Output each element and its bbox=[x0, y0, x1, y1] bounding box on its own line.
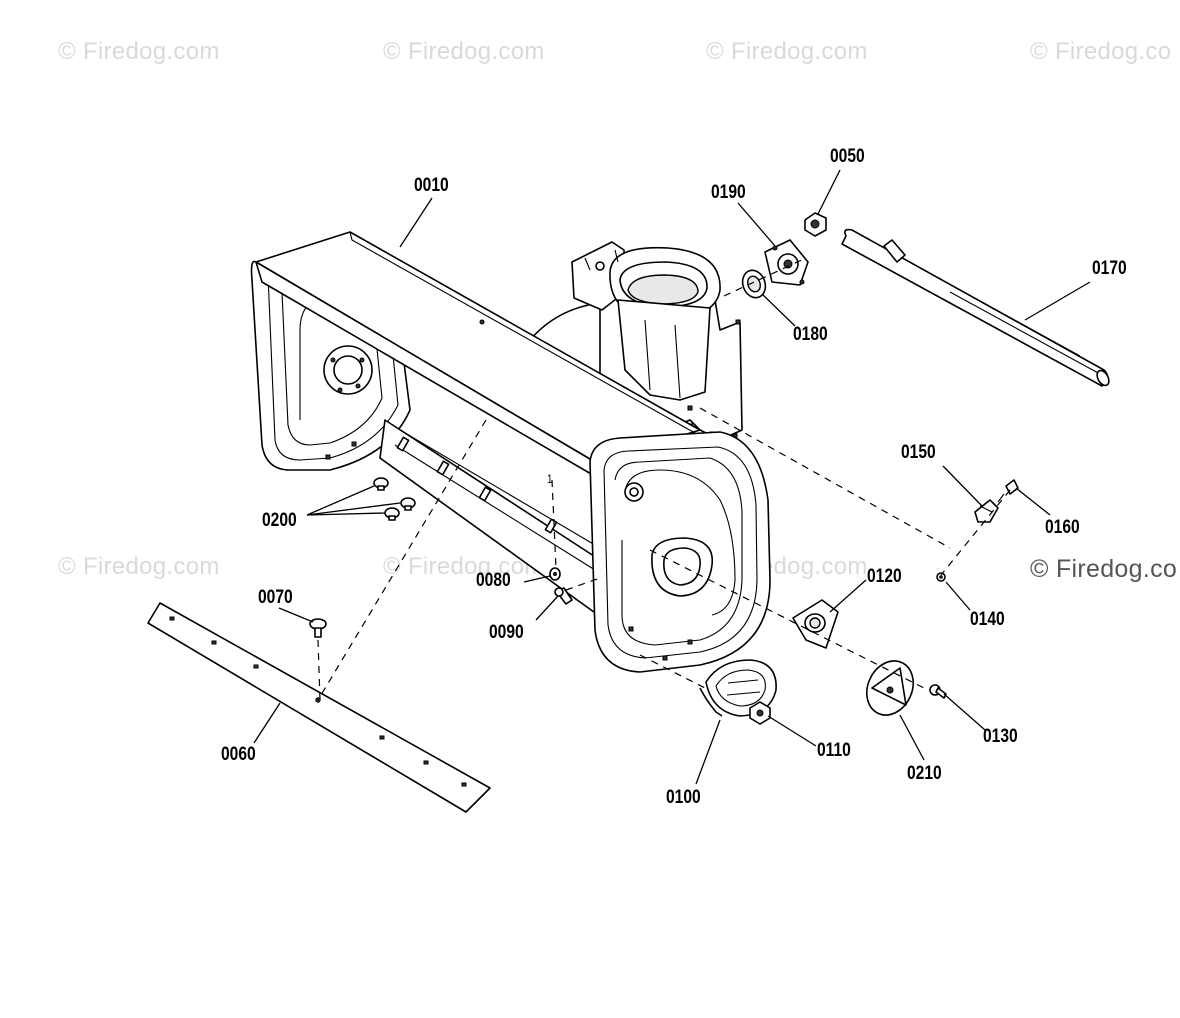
callout-0150[interactable]: 0150 bbox=[901, 442, 936, 463]
callout-0180[interactable]: 0180 bbox=[793, 324, 828, 345]
shave-plate bbox=[147, 602, 491, 813]
bearing-cover-0210 bbox=[866, 660, 914, 716]
callout-0060[interactable]: 0060 bbox=[221, 744, 256, 765]
auger-housing bbox=[255, 231, 741, 621]
callout-0160[interactable]: 0160 bbox=[1045, 517, 1080, 538]
callout-0070[interactable]: 0070 bbox=[258, 587, 293, 608]
bearing-flange bbox=[764, 239, 809, 286]
callout-0190[interactable]: 0190 bbox=[711, 182, 746, 203]
watermark-mid-1: © Firedog.com bbox=[58, 553, 220, 580]
watermark-top-1: © Firedog.com bbox=[58, 38, 220, 65]
watermark-right: © Firedog.co bbox=[1030, 555, 1178, 583]
watermark-top-3: © Firedog.com bbox=[706, 38, 868, 65]
bushing-0120 bbox=[792, 599, 839, 649]
reference-marker: 1 bbox=[547, 472, 553, 486]
assembly-lines bbox=[317, 257, 1011, 701]
watermark-top-2: © Firedog.com bbox=[383, 38, 545, 65]
bracket-0150 bbox=[974, 499, 999, 523]
washer-0140 bbox=[936, 572, 946, 582]
auger-shaft bbox=[841, 228, 1110, 387]
callout-0050[interactable]: 0050 bbox=[830, 146, 865, 167]
leader-lines bbox=[253, 169, 1091, 785]
callout-0120[interactable]: 0120 bbox=[867, 566, 902, 587]
right-side-plate bbox=[589, 431, 771, 673]
washer-0080 bbox=[549, 567, 561, 581]
callout-0200[interactable]: 0200 bbox=[262, 510, 297, 531]
flange-nut bbox=[804, 212, 827, 237]
callout-0010[interactable]: 0010 bbox=[414, 175, 449, 196]
carriage-bolt-0070 bbox=[309, 618, 327, 638]
callout-0090[interactable]: 0090 bbox=[489, 622, 524, 643]
nut-0110 bbox=[749, 701, 771, 725]
screw-0160 bbox=[997, 479, 1019, 503]
watermark-top-4: © Firedog.co bbox=[1030, 38, 1172, 65]
bearing bbox=[741, 269, 767, 299]
callout-0100[interactable]: 0100 bbox=[666, 787, 701, 808]
callout-0210[interactable]: 0210 bbox=[907, 763, 942, 784]
callout-0080[interactable]: 0080 bbox=[476, 570, 511, 591]
callout-0170[interactable]: 0170 bbox=[1092, 258, 1127, 279]
screw-0130 bbox=[929, 684, 947, 699]
callout-0130[interactable]: 0130 bbox=[983, 726, 1018, 747]
callout-0140[interactable]: 0140 bbox=[970, 609, 1005, 630]
screw-0090 bbox=[554, 587, 573, 605]
callout-0110[interactable]: 0110 bbox=[817, 740, 851, 761]
